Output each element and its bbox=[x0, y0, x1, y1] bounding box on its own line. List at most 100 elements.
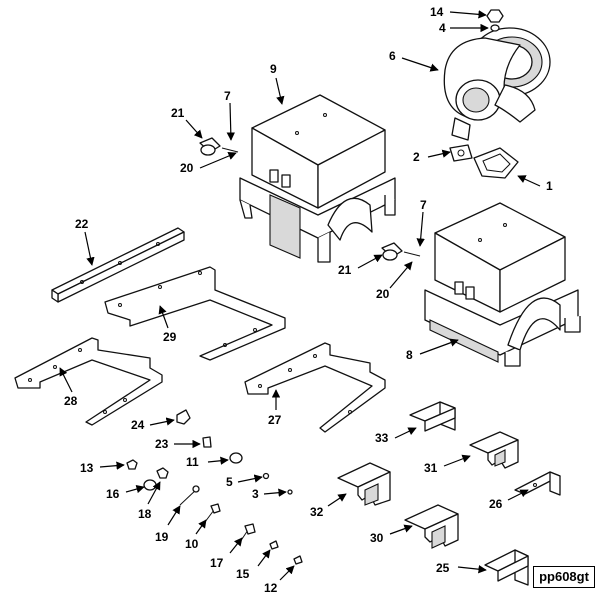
callout-7-lower-label: 7 bbox=[420, 198, 427, 212]
callout-14-label: 14 bbox=[430, 5, 444, 19]
callout-24: 24 bbox=[131, 417, 175, 432]
callout-23: 23 bbox=[155, 437, 201, 451]
callout-5: 5 bbox=[226, 474, 263, 489]
callout-30-label: 30 bbox=[370, 531, 384, 545]
callout-16: 16 bbox=[106, 484, 145, 501]
bolt-18 bbox=[156, 467, 169, 479]
callout-21-lower: 21 bbox=[338, 254, 383, 277]
callout-15: 15 bbox=[236, 549, 271, 581]
callout-25-label: 25 bbox=[436, 561, 450, 575]
turbo-gasket bbox=[473, 147, 519, 179]
callout-29-label: 29 bbox=[163, 330, 177, 344]
callout-11-label: 11 bbox=[186, 455, 199, 469]
callout-29: 29 bbox=[158, 305, 177, 344]
callout-25: 25 bbox=[436, 561, 487, 575]
washer-5 bbox=[262, 472, 270, 480]
callout-21-lower-label: 21 bbox=[338, 263, 352, 277]
clip-23 bbox=[202, 436, 212, 448]
callout-4-label: 4 bbox=[439, 21, 446, 35]
callout-8-label: 8 bbox=[406, 348, 413, 362]
callout-9: 9 bbox=[270, 62, 285, 105]
figure-code: pp608gt bbox=[539, 569, 589, 584]
callout-1: 1 bbox=[517, 175, 553, 193]
callout-8: 8 bbox=[406, 338, 459, 362]
callout-10-label: 10 bbox=[185, 537, 199, 551]
callout-24-label: 24 bbox=[131, 418, 145, 432]
support-bar bbox=[51, 227, 185, 303]
callout-19-label: 19 bbox=[155, 530, 169, 544]
nut bbox=[486, 9, 504, 23]
small-gasket bbox=[449, 144, 473, 162]
callout-16-label: 16 bbox=[106, 487, 120, 501]
callout-6-label: 6 bbox=[389, 49, 396, 63]
mounting-frame-29 bbox=[104, 266, 286, 361]
turbocharger bbox=[443, 27, 551, 141]
bracket-33 bbox=[409, 401, 456, 432]
callout-31-label: 31 bbox=[424, 461, 438, 475]
callout-14: 14 bbox=[430, 5, 487, 19]
callout-28-label: 28 bbox=[64, 394, 78, 408]
figure-code-box: pp608gt bbox=[533, 566, 595, 588]
bracket-32 bbox=[337, 462, 391, 506]
mounting-frame-27 bbox=[244, 342, 386, 433]
clip-upper bbox=[199, 137, 221, 156]
callout-17-label: 17 bbox=[210, 556, 224, 570]
callout-27: 27 bbox=[268, 389, 282, 427]
callout-32: 32 bbox=[310, 493, 347, 519]
mounting-frame-28 bbox=[14, 337, 163, 426]
callout-31: 31 bbox=[424, 454, 471, 475]
clip-lower bbox=[381, 242, 403, 261]
bracket-31 bbox=[469, 431, 519, 469]
screw-12 bbox=[293, 555, 303, 565]
callout-21-upper: 21 bbox=[171, 106, 203, 139]
bolt-10 bbox=[204, 503, 221, 523]
callout-27-label: 27 bbox=[268, 413, 282, 427]
callout-26: 26 bbox=[489, 489, 529, 511]
callout-5-label: 5 bbox=[226, 475, 233, 489]
heat-shield-upper bbox=[239, 94, 396, 263]
stud-19 bbox=[179, 485, 200, 506]
callout-22-label: 22 bbox=[75, 217, 89, 231]
nut-13 bbox=[126, 459, 138, 470]
callout-9-label: 9 bbox=[270, 62, 277, 76]
washer-16 bbox=[143, 479, 157, 491]
heat-shield-lower bbox=[424, 202, 581, 367]
bolt-17 bbox=[239, 523, 256, 543]
callout-1-label: 1 bbox=[546, 179, 553, 193]
callout-19: 19 bbox=[155, 505, 181, 544]
callout-22: 22 bbox=[75, 217, 95, 266]
bracket-30 bbox=[404, 504, 459, 549]
callout-15-label: 15 bbox=[236, 567, 250, 581]
callout-13: 13 bbox=[80, 461, 125, 475]
callout-3-label: 3 bbox=[252, 487, 259, 501]
bracket-26 bbox=[514, 471, 561, 496]
callout-12-label: 12 bbox=[264, 581, 278, 595]
callout-17: 17 bbox=[210, 537, 243, 570]
callout-32-label: 32 bbox=[310, 505, 324, 519]
callout-2: 2 bbox=[413, 149, 451, 164]
callout-11: 11 bbox=[186, 455, 229, 469]
callout-4: 4 bbox=[439, 21, 489, 35]
callout-26-label: 26 bbox=[489, 497, 503, 511]
callout-7-upper-label: 7 bbox=[224, 89, 231, 103]
callout-3: 3 bbox=[252, 487, 287, 501]
callout-30: 30 bbox=[370, 524, 413, 545]
callout-23-label: 23 bbox=[155, 437, 169, 451]
callout-33: 33 bbox=[375, 427, 417, 445]
callout-10: 10 bbox=[185, 519, 207, 551]
callout-20-upper-label: 20 bbox=[180, 161, 194, 175]
bracket-25 bbox=[484, 549, 529, 586]
callout-18: 18 bbox=[138, 481, 161, 521]
callout-2-label: 2 bbox=[413, 150, 420, 164]
callout-12: 12 bbox=[264, 565, 295, 595]
washer-3 bbox=[287, 489, 293, 495]
callout-21-upper-label: 21 bbox=[171, 106, 185, 120]
callout-33-label: 33 bbox=[375, 431, 389, 445]
callout-20-upper: 20 bbox=[180, 152, 237, 175]
pin-lower bbox=[403, 251, 421, 257]
callout-7-upper: 7 bbox=[224, 89, 235, 141]
washer bbox=[490, 24, 500, 32]
spacer-11 bbox=[229, 452, 243, 464]
pin-upper bbox=[221, 147, 239, 153]
